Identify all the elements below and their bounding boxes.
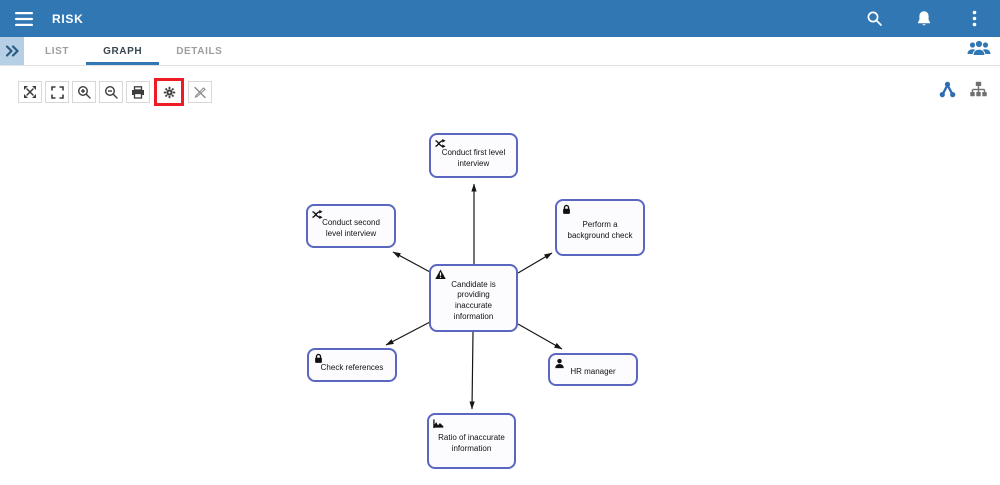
tabs: LIST GRAPH DETAILS [28,37,239,65]
tab-list[interactable]: LIST [45,45,70,57]
graph-node-check-references[interactable]: Check references [307,348,397,382]
settings-gear-icon[interactable] [157,81,181,103]
hierarchy-layout-icon[interactable] [968,80,988,98]
double-chevron-right-icon[interactable] [0,37,24,65]
print-icon[interactable] [126,81,150,103]
node-label: Conduct second level interview [322,218,380,238]
node-label: Candidate is providing inaccurate inform… [451,279,496,321]
shuffle-icon [312,209,323,220]
settings-highlight-box [154,78,184,106]
person-icon [555,358,564,369]
zoom-in-icon[interactable] [72,81,96,103]
node-label: Conduct first level interview [441,147,506,168]
menu-icon[interactable] [14,9,34,29]
node-label: Perform a background check [567,219,633,240]
lock-icon [315,353,322,363]
warning-icon [435,269,446,279]
graph-node-hr-manager[interactable]: HR manager [548,353,638,386]
shuffle-icon [435,138,446,149]
graph-node-background-check[interactable]: Perform a background check [555,199,645,256]
search-icon[interactable] [864,9,884,29]
area-chart-icon [433,419,444,429]
node-label: Ratio of inaccurate information [438,433,505,453]
tab-graph[interactable]: GRAPH [86,37,160,65]
tab-bar: LIST GRAPH DETAILS [0,37,1000,66]
top-app-bar: RISK [0,0,1000,37]
network-layout-icon[interactable] [937,80,957,98]
lock-icon [563,204,570,214]
zoom-out-icon[interactable] [99,81,123,103]
edit-off-icon[interactable] [188,81,212,103]
more-vert-icon[interactable] [964,9,984,29]
layout-toggles [937,80,988,98]
fit-to-screen-icon[interactable] [18,81,42,103]
app-title: RISK [52,11,84,26]
graph-node-first-level-interview[interactable]: Conduct first level interview [429,133,518,178]
notifications-bell-icon[interactable] [914,9,934,29]
tab-details[interactable]: DETAILS [176,45,223,57]
graph-toolbar [18,78,212,106]
people-group-icon[interactable] [966,39,992,63]
graph-node-second-level-interview[interactable]: Conduct second level interview [306,204,396,248]
graph-node-ratio-inaccurate[interactable]: Ratio of inaccurate information [427,413,516,469]
node-label: Check references [320,362,384,372]
node-label: HR manager [570,367,616,377]
fullscreen-icon[interactable] [45,81,69,103]
graph-node-candidate-risk[interactable]: Candidate is providing inaccurate inform… [429,264,518,332]
